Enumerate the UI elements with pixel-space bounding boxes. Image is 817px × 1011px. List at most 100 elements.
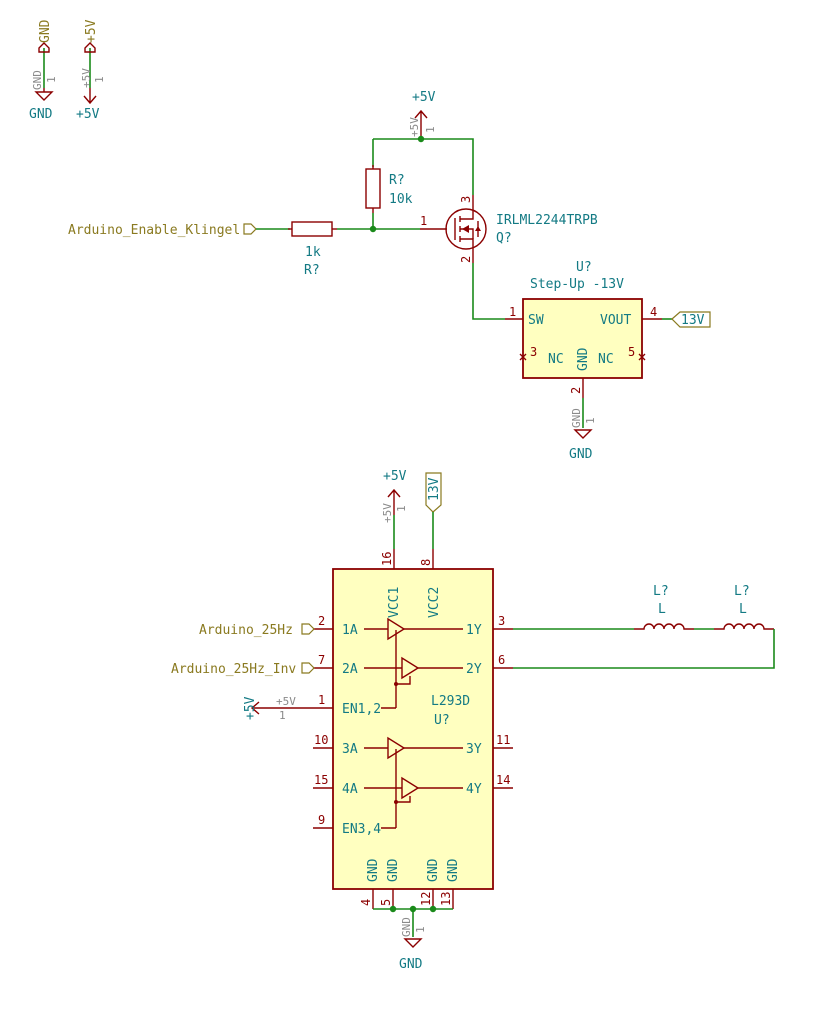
no-connect-icon bbox=[638, 353, 646, 361]
l293d-pin-5: 5 bbox=[379, 899, 393, 906]
inductor-2: L? L bbox=[714, 584, 774, 630]
l293d-pin-2y: 2Y bbox=[466, 662, 482, 677]
mosfet-pin-1: 1 bbox=[420, 214, 427, 228]
mosfet-supply-power: +5V +5V 1 bbox=[408, 90, 437, 138]
inductor-2-value: L bbox=[739, 602, 747, 617]
l293d-pin-4a: 4A bbox=[342, 782, 358, 797]
stepup-pin-sw: SW bbox=[528, 313, 544, 328]
gnd-flag-pin: 1 bbox=[45, 76, 58, 83]
inductor-2-ref: L? bbox=[734, 584, 750, 599]
l293d-pin-1y: 1Y bbox=[466, 623, 482, 638]
l293d-gnd-label-c: GND bbox=[426, 858, 441, 882]
l293d-pin-12: 12 bbox=[419, 892, 433, 906]
driver-en-inner: +5V bbox=[276, 695, 296, 708]
mosfet-supply-pin: 1 bbox=[424, 126, 437, 133]
pullup-resistor-value: 10k bbox=[389, 192, 413, 207]
l293d-pin-15: 15 bbox=[314, 773, 328, 787]
l293d-pin-13: 13 bbox=[439, 892, 453, 906]
l293d-pin-14: 14 bbox=[496, 773, 510, 787]
stepup-out-label-text: 13V bbox=[681, 313, 705, 328]
p5v-flag-inner-label: +5V bbox=[80, 68, 93, 88]
wire-5v-to-drain bbox=[373, 138, 474, 195]
ground-symbol-icon bbox=[403, 938, 423, 948]
l293d-pin-3: 3 bbox=[498, 614, 505, 628]
wire-inductor-to-2y bbox=[513, 629, 775, 669]
stepup-module: U? Step-Up -13V 1 SW 4 VOUT 3 NC 5 NC GN… bbox=[505, 260, 662, 398]
stepup-gnd-pin: 1 bbox=[584, 417, 597, 424]
driver-en-pin: 1 bbox=[279, 709, 286, 722]
driver-gnd-inner: GND bbox=[400, 917, 413, 937]
stepup-pin-5: 5 bbox=[628, 345, 635, 359]
l293d-pin-8: 8 bbox=[419, 559, 433, 566]
l293d-pin-en12: EN1,2 bbox=[342, 702, 381, 717]
stepup-pin-nc-right: NC bbox=[598, 352, 614, 367]
l293d-pin-en34: EN3,4 bbox=[342, 822, 381, 837]
global-label-flag-icon bbox=[301, 662, 315, 674]
l293d-pin-vcc2: VCC2 bbox=[427, 587, 442, 618]
power-arrow-icon bbox=[387, 488, 401, 515]
ground-symbol-icon bbox=[34, 88, 54, 101]
driver-vs-label-text: 13V bbox=[427, 477, 442, 501]
junction-dot bbox=[389, 905, 397, 913]
stepup-pin-nc-left: NC bbox=[548, 352, 564, 367]
l293d-pin-3y: 3Y bbox=[466, 742, 482, 757]
driver-gnd-pin: 1 bbox=[414, 926, 427, 933]
wire-source-to-sw bbox=[472, 263, 505, 320]
pullup-resistor-ref: R? bbox=[389, 173, 405, 188]
ground-symbol-icon bbox=[573, 429, 593, 439]
global-label-flag-icon bbox=[243, 223, 257, 235]
gnd-flag-net-label: GND bbox=[38, 19, 53, 43]
input-25hz-inv-label: Arduino_25Hz_Inv bbox=[171, 662, 296, 677]
l293d-pin-vcc1: VCC1 bbox=[387, 587, 402, 618]
stepup-pin-4: 4 bbox=[650, 305, 657, 319]
l293d-pin-1: 1 bbox=[318, 693, 325, 707]
stepup-ref: U? bbox=[576, 260, 592, 275]
inductor-1-ref: L? bbox=[653, 584, 669, 599]
l293d-pin-4: 4 bbox=[359, 899, 373, 906]
l293d-pin-9: 9 bbox=[318, 813, 325, 827]
driver-vcc-power: +5V +5V 1 bbox=[381, 469, 408, 523]
pullup-resistor: R? 10k bbox=[365, 165, 413, 213]
gnd-flag-ref: GND bbox=[29, 107, 53, 122]
p5v-flag-ref: +5V bbox=[76, 107, 100, 122]
mosfet-symbol: 1 3 2 IRLML2244TRPB Q? bbox=[420, 195, 598, 263]
gate-resistor-ref: R? bbox=[304, 263, 320, 278]
driver-gnd-net: GND bbox=[399, 957, 423, 972]
mosfet-value: IRLML2244TRPB bbox=[496, 213, 598, 228]
p5v-flag-net-label: +5V bbox=[84, 19, 99, 43]
gnd-power-flag: GND GND 1 GND bbox=[29, 19, 58, 122]
power-arrow-icon bbox=[414, 109, 428, 138]
gate-resistor: 1k R? bbox=[288, 221, 337, 278]
l293d-pin-11: 11 bbox=[496, 733, 510, 747]
power-arrow-icon bbox=[250, 701, 313, 715]
stepup-gnd-net: GND bbox=[569, 447, 593, 462]
stepup-pin-2: 2 bbox=[569, 387, 583, 394]
driver-vcc-inner: +5V bbox=[381, 503, 394, 523]
inductor-1-value: L bbox=[658, 602, 666, 617]
power-arrow-icon bbox=[83, 88, 97, 105]
driver-vs-label: 13V bbox=[425, 472, 442, 513]
l293d-pin-4y: 4Y bbox=[466, 782, 482, 797]
l293d-pin-16: 16 bbox=[380, 552, 394, 566]
mosfet-pin-3: 3 bbox=[459, 196, 473, 203]
driver-en-net: +5V bbox=[243, 696, 258, 720]
junction-dot bbox=[429, 905, 437, 913]
driver-vcc-pin: 1 bbox=[395, 505, 408, 512]
inductor-1: L? L bbox=[634, 584, 694, 630]
junction-dot bbox=[369, 225, 377, 233]
l293d-ref: U? bbox=[434, 713, 450, 728]
mosfet-ref: Q? bbox=[496, 231, 512, 246]
stepup-pin-3: 3 bbox=[530, 345, 537, 359]
no-connect-icon bbox=[519, 353, 527, 361]
l293d-pin-6: 6 bbox=[498, 653, 505, 667]
stepup-pin-gnd: GND bbox=[576, 347, 591, 371]
l293d-pin-3a: 3A bbox=[342, 742, 358, 757]
l293d-pin-7: 7 bbox=[318, 653, 325, 667]
stepup-value: Step-Up -13V bbox=[530, 277, 624, 292]
driver-en-power: +5V +5V 1 bbox=[243, 695, 313, 722]
gnd-flag-inner-label: GND bbox=[31, 70, 44, 90]
input-25hz-label: Arduino_25Hz bbox=[199, 623, 293, 638]
l293d-gnd-label-d: GND bbox=[446, 858, 461, 882]
l293d-value: L293D bbox=[431, 694, 470, 709]
